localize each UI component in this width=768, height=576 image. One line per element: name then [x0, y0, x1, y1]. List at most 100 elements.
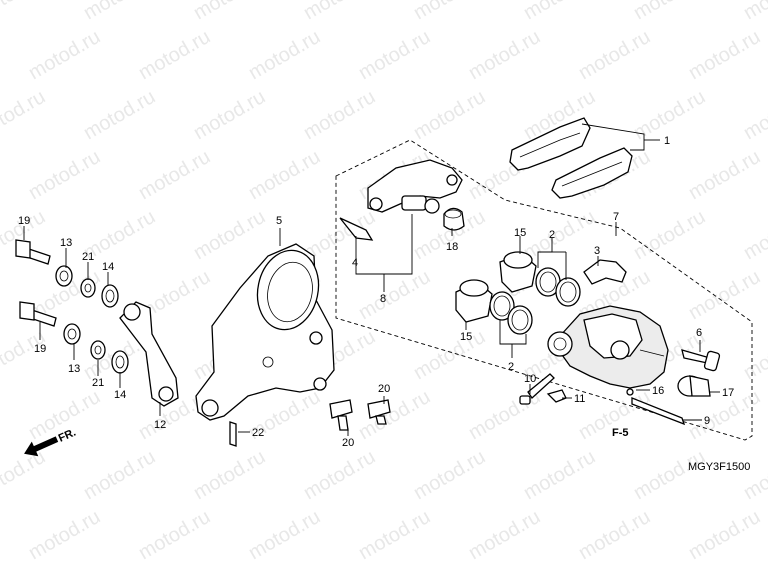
callout-11: 11 [574, 393, 585, 405]
pad-pin-plug [626, 388, 634, 396]
callout-14: 14 [102, 261, 114, 273]
watermark-text: motod.ru [465, 506, 544, 565]
watermark-text: motod.ru [80, 446, 159, 505]
callout-9: 9 [704, 415, 710, 427]
callout-22: 22 [252, 427, 264, 439]
watermark-text: motod.ru [190, 86, 269, 145]
callout-4: 4 [352, 257, 358, 269]
watermark-text: motod.ru [465, 26, 544, 85]
callout-10: 10 [524, 373, 536, 385]
watermark-text: motod.ru [25, 146, 104, 205]
watermark-text: motod.ru [410, 86, 489, 145]
caliper-body [547, 305, 669, 389]
callout-7: 7 [613, 211, 619, 223]
watermark-text: motod.ru [740, 0, 768, 24]
callout-15: 15 [460, 331, 472, 343]
watermark-text: motod.ru [245, 146, 324, 205]
piston-upper [499, 251, 537, 293]
callout-3: 3 [594, 245, 600, 257]
pin-cap [677, 375, 711, 397]
watermark-text: motod.ru [410, 0, 489, 24]
watermark-text: motod.ru [630, 446, 709, 505]
watermark-text: motod.ru [190, 206, 269, 265]
caliper-bracket-plate [195, 243, 335, 421]
watermark-text: motod.ru [630, 0, 709, 24]
collar-lower [63, 323, 81, 345]
watermark-text: motod.ru [410, 326, 489, 385]
watermark-text: motod.ru [245, 506, 324, 565]
callout-5: 5 [276, 215, 282, 227]
callout-16: 16 [652, 385, 664, 397]
callout-20: 20 [378, 383, 390, 395]
assembly-boundary [335, 139, 753, 441]
flange-bolt-right [367, 399, 391, 425]
pad-spring [583, 259, 627, 285]
watermark-text: motod.ru [740, 326, 768, 385]
arrow-icon [24, 436, 59, 457]
watermark-text: motod.ru [520, 446, 599, 505]
callout-19: 19 [34, 343, 46, 355]
watermark-text: motod.ru [300, 86, 379, 145]
watermark-text: motod.ru [355, 26, 434, 85]
callout-1: 1 [664, 135, 670, 147]
callout-13: 13 [60, 237, 72, 249]
watermark-text: motod.ru [25, 26, 104, 85]
watermark-text: motod.ru [740, 206, 768, 265]
watermark-text: motod.ru [80, 86, 159, 145]
watermark-text: motod.ru [520, 0, 599, 24]
watermark-text: motod.ru [630, 206, 709, 265]
callout-18: 18 [446, 241, 458, 253]
watermark-text: motod.ru [135, 506, 214, 565]
watermark-text: motod.ru [0, 0, 49, 24]
callout-21: 21 [92, 377, 104, 389]
watermark-text: motod.ru [740, 446, 768, 505]
flange-bolt-left [329, 399, 353, 431]
watermark-text: motod.ru [190, 446, 269, 505]
callout-20: 20 [342, 437, 354, 449]
watermark-text: motod.ru [740, 86, 768, 145]
callout-6: 6 [696, 327, 702, 339]
watermark-text: motod.ru [685, 146, 764, 205]
callout-19: 19 [18, 215, 30, 227]
watermark-text: motod.ru [355, 506, 434, 565]
leader-lines [23, 123, 720, 436]
callout-13: 13 [68, 363, 80, 375]
watermark-text: motod.ru [355, 386, 434, 445]
watermark-text: motod.ru [25, 506, 104, 565]
pin-bolt [681, 349, 721, 372]
callout-21: 21 [82, 251, 94, 263]
watermark-text: motod.ru [300, 446, 379, 505]
pad-pin [631, 397, 686, 426]
callout-17: 17 [722, 387, 734, 399]
watermark-text: motod.ru [575, 26, 654, 85]
callout-14: 14 [114, 389, 126, 401]
collar-upper [55, 265, 73, 287]
watermark-text: motod.ru [190, 0, 269, 24]
torque-link [119, 301, 179, 407]
watermark-text: motod.ru [685, 266, 764, 325]
bolt-lower [19, 301, 57, 327]
caliper-bracket [339, 159, 463, 241]
piston-lower [455, 279, 493, 323]
bleed-cap [546, 389, 567, 403]
dust-boot [443, 207, 465, 231]
watermark-text: motod.ru [0, 446, 49, 505]
seal-lower [111, 350, 129, 374]
callout-2: 2 [549, 229, 555, 241]
washer-upper [80, 278, 96, 298]
bleed-valve [519, 373, 555, 405]
watermark-text: motod.ru [300, 0, 379, 24]
piston-seals [489, 267, 581, 335]
watermark-text: motod.ru [135, 146, 214, 205]
callout-8: 8 [380, 293, 386, 305]
watermark-text: motod.ru [0, 86, 49, 145]
watermark-text: motod.ru [520, 206, 599, 265]
watermark-text: motod.ru [685, 506, 764, 565]
watermark-text: motod.ru [575, 506, 654, 565]
brake-pads [509, 117, 633, 199]
callout-15: 15 [514, 227, 526, 239]
watermark-text: motod.ru [0, 326, 49, 385]
watermark-text: motod.ru [135, 26, 214, 85]
washer-lower [90, 340, 106, 360]
